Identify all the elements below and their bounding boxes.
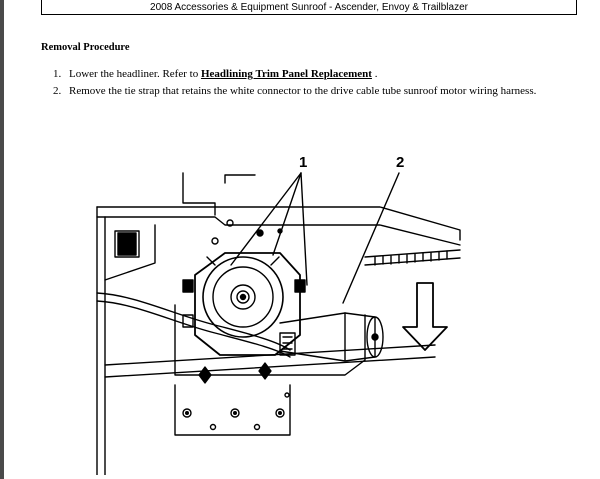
drive-cable-tube <box>364 249 461 266</box>
document-title: 2008 Accessories & Equipment Sunroof - A… <box>150 2 468 13</box>
step-number: 2. <box>53 85 62 97</box>
roof-frame <box>96 172 461 475</box>
step-item: 2. Remove the tie strap that retains the… <box>41 83 536 100</box>
leader-lines <box>230 172 400 304</box>
sunroof-motor-illustration: 1 2 <box>75 145 500 475</box>
step-text-suffix: . <box>371 68 378 80</box>
sunroof-motor <box>182 252 384 362</box>
document-header: 2008 Accessories & Equipment Sunroof - A… <box>41 0 577 15</box>
viewer-left-edge <box>0 0 4 479</box>
direction-arrow <box>402 282 448 351</box>
illustration-svg: 1 2 <box>96 154 461 475</box>
section-title: Removal Procedure <box>41 42 130 53</box>
wiring-harness <box>96 292 291 358</box>
procedure-steps: 1. Lower the headliner. Refer to Headlin… <box>41 66 536 100</box>
step-text: Lower the headliner. Refer to <box>69 68 201 80</box>
callout-label-2: 2 <box>396 154 404 171</box>
step-item: 1. Lower the headliner. Refer to Headlin… <box>41 66 536 83</box>
step-text: Remove the tie strap that retains the wh… <box>69 85 537 97</box>
step-number: 1. <box>53 68 62 80</box>
headlining-trim-panel-link[interactable]: Headlining Trim Panel Replacement <box>200 68 372 80</box>
callout-label-1: 1 <box>299 154 307 171</box>
